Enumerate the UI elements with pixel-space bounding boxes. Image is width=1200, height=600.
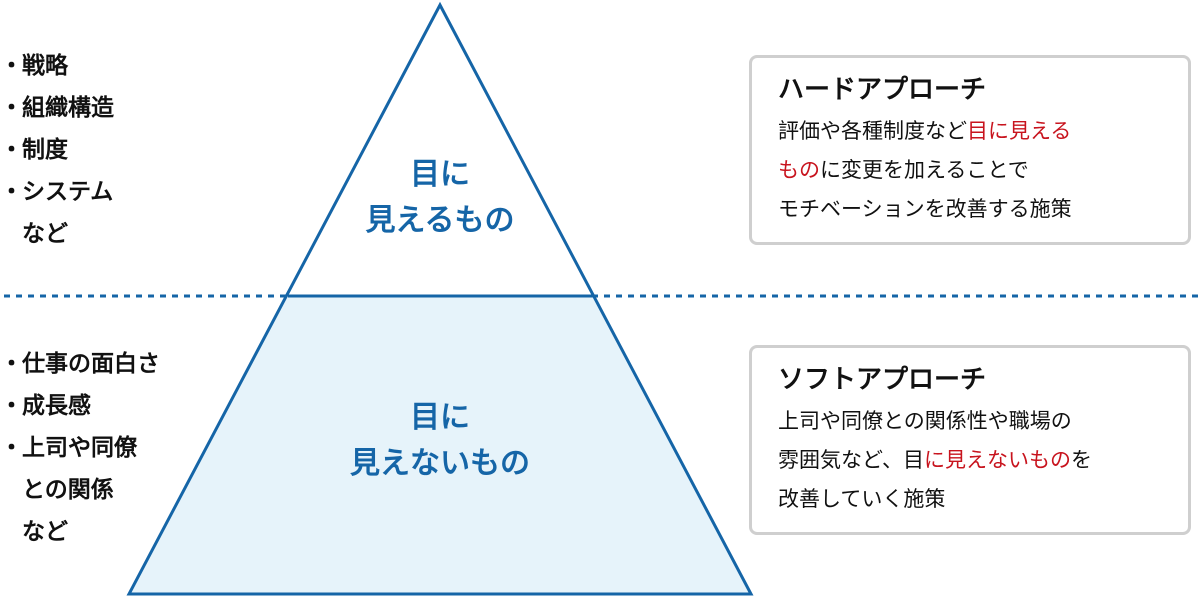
bullet: ・ xyxy=(0,179,23,205)
list-item-label: 仕事の面白さ xyxy=(22,351,160,377)
list-continuation-label: との関係 xyxy=(22,477,114,503)
visible-label-line2: 見えるもの xyxy=(365,203,515,238)
pyramid-outline xyxy=(126,1,754,596)
soft-line2-text: 雰囲気など、目 xyxy=(778,448,924,472)
bullet: ・ xyxy=(0,137,23,163)
invisible-label-line2: 見えないもの xyxy=(350,446,530,481)
hard-approach-card: ハードアプローチ 評価や各種制度など目に見える ものに変更を加えることで モチベ… xyxy=(749,55,1191,245)
list-trailing-label: など xyxy=(22,519,68,545)
list-item-label: 戦略 xyxy=(22,53,68,79)
list-item-label: 組織構造 xyxy=(22,95,114,121)
soft-approach-card: ソフトアプローチ 上司や同僚との関係性や職場の 雰囲気など、目に見えないものを … xyxy=(749,345,1191,535)
list-item: ・上司や同僚 xyxy=(0,427,160,469)
bullet: ・ xyxy=(0,351,23,377)
list-item-label: 上司や同僚 xyxy=(22,435,137,461)
list-item: ・成長感 xyxy=(0,385,160,427)
list-trailing-label: など xyxy=(22,221,68,247)
bullet: ・ xyxy=(0,53,23,79)
visible-factors-list: ・戦略 ・組織構造 ・制度 ・システム など xyxy=(0,45,114,255)
soft-line2-highlight: に見えないもの xyxy=(923,448,1071,472)
hard-line2-highlight: もの xyxy=(778,158,820,182)
list-trailing: など xyxy=(0,511,160,553)
list-item-continuation: との関係 xyxy=(0,469,160,511)
list-item: ・制度 xyxy=(0,129,114,171)
list-item-label: システム xyxy=(22,179,114,205)
invisible-label: 目に 見えないもの xyxy=(300,395,580,487)
soft-approach-line-2: 雰囲気など、目に見えないものを xyxy=(778,441,1188,480)
hard-line1-text: 評価や各種制度など xyxy=(778,119,967,143)
hard-line1-highlight: 目に見える xyxy=(967,119,1072,143)
invisible-factors-list: ・仕事の面白さ ・成長感 ・上司や同僚 との関係 など xyxy=(0,343,160,553)
soft-approach-line-1: 上司や同僚との関係性や職場の xyxy=(778,409,1072,433)
soft-line2-tail: を xyxy=(1070,448,1092,472)
soft-approach-title: ソフトアプローチ xyxy=(778,365,987,395)
list-item: ・戦略 xyxy=(0,45,114,87)
hard-approach-line-3: モチベーションを改善する施策 xyxy=(778,197,1072,221)
bullet: ・ xyxy=(0,95,23,121)
invisible-label-line1: 目に xyxy=(410,400,470,435)
bullet: ・ xyxy=(0,393,23,419)
list-item: ・組織構造 xyxy=(0,87,114,129)
hard-approach-line-2: ものに変更を加えることで xyxy=(778,151,1188,190)
hard-line2-text: に変更を加えることで xyxy=(820,158,1029,182)
list-trailing: など xyxy=(0,213,114,255)
list-item: ・システム xyxy=(0,171,114,213)
list-item-label: 制度 xyxy=(22,137,68,163)
hard-approach-line-1: 評価や各種制度など目に見える xyxy=(778,112,1188,151)
soft-approach-line-3: 改善していく施策 xyxy=(778,487,946,511)
bullet: ・ xyxy=(0,435,23,461)
visible-label: 目に 見えるもの xyxy=(340,152,540,244)
pyramid-bottom-section xyxy=(129,296,751,594)
list-item: ・仕事の面白さ xyxy=(0,343,160,385)
hard-approach-title: ハードアプローチ xyxy=(778,75,987,105)
list-item-label: 成長感 xyxy=(22,393,91,419)
visible-label-line1: 目に xyxy=(410,157,470,192)
